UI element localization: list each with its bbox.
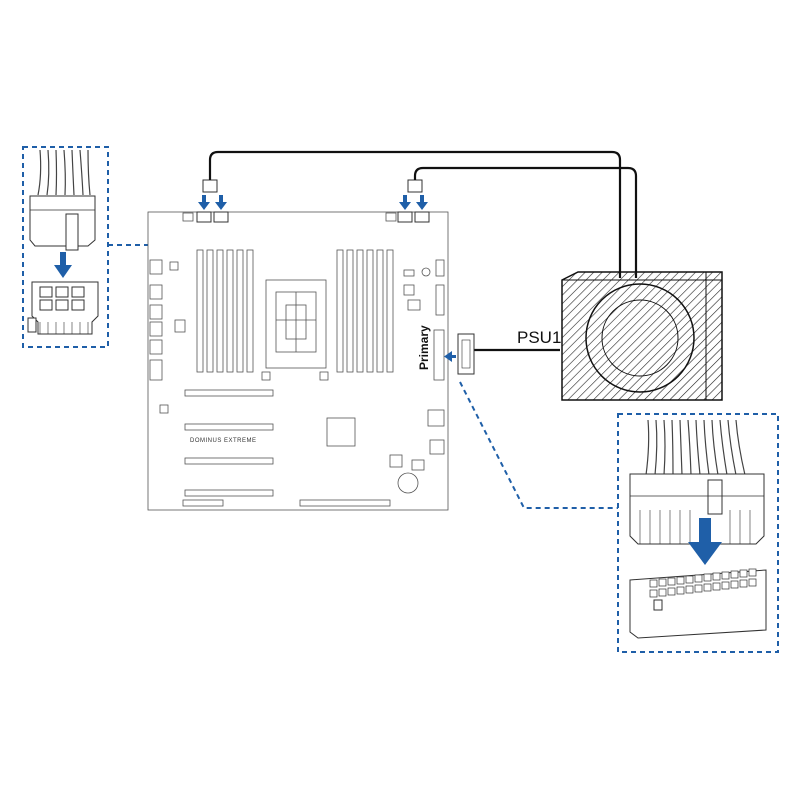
- eight-pin-plug-icon: [29, 195, 96, 251]
- atx-down-arrow-icon: [688, 518, 722, 565]
- board-name-label: DOMINUS EXTREME: [190, 438, 257, 444]
- cpu-cable-right: [413, 166, 638, 278]
- atx-callout: [617, 413, 779, 653]
- eight-pin-cable-bundle: [37, 149, 91, 196]
- atx-callout-frame: [617, 413, 779, 653]
- right-edge-components: [403, 259, 445, 471]
- left-arrow-icon: [444, 351, 452, 362]
- eight-pin-socket-icon: [27, 281, 99, 335]
- cpu-plug-left-icon: [202, 179, 218, 193]
- atx-24pin-header: [433, 329, 445, 381]
- cpu-power-header-left: [182, 211, 229, 223]
- psu-icon: [561, 271, 723, 401]
- primary-connector-label: Primary: [417, 325, 431, 370]
- chipset-area: [159, 404, 419, 507]
- motherboard-outline: [147, 211, 449, 511]
- cpu-power-header-right: [385, 211, 430, 223]
- down-arrow-icon: [198, 195, 210, 210]
- down-arrow-icon: [416, 195, 428, 210]
- down-arrow-icon: [399, 195, 411, 210]
- atx-socket-callout-icon: [629, 568, 767, 639]
- eight-pin-callout-frame: [22, 146, 109, 348]
- cpu-plug-right-icon: [407, 179, 423, 193]
- cpu-cable-left: [208, 150, 622, 278]
- eight-pin-callout: [22, 146, 109, 348]
- atx-cable-bundle: [645, 419, 746, 476]
- rear-io-area: [149, 259, 186, 381]
- down-arrow-icon: [215, 195, 227, 210]
- board-down-arrows: [198, 195, 428, 210]
- atx-plug-callout-icon: [629, 473, 765, 545]
- cpu-socket: [261, 279, 329, 381]
- atx-plug-icon: [444, 333, 475, 375]
- motherboard: DOMINUS EXTREME Primary: [147, 211, 449, 511]
- pcie-slots: [184, 389, 274, 497]
- atx-leader-line: [459, 381, 618, 509]
- dimm-slots-right: [336, 249, 394, 373]
- eight-pin-down-arrow-icon: [54, 252, 72, 278]
- psu-label: PSU1: [517, 328, 561, 347]
- dimm-slots-left: [196, 249, 254, 373]
